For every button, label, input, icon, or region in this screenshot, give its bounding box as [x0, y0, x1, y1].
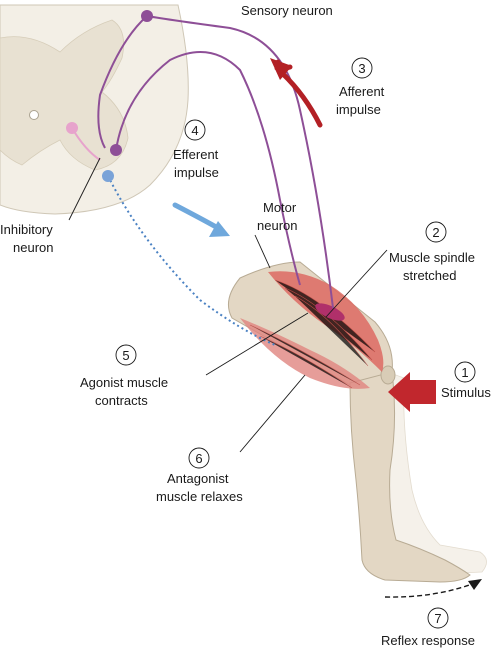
muscle-spindle-label-line2: stretched	[403, 268, 456, 283]
sensory-neuron-cell-body	[141, 10, 153, 22]
motor-neuron-cell-body	[110, 144, 122, 156]
step-2-marker: 2	[425, 221, 447, 243]
muscle-spindle-label-line1: Muscle spindle	[389, 250, 475, 265]
efferent-impulse-label-line2: impulse	[174, 165, 219, 180]
step-1-marker: 1	[454, 361, 476, 383]
reflex-response-arrow-icon	[384, 582, 476, 598]
motor-neuron-label-line2: neuron	[257, 218, 297, 233]
step-3-marker: 3	[351, 57, 373, 79]
reflex-arrowhead-icon	[468, 579, 482, 590]
inhibitory-neuron-label-line1: Inhibitory	[0, 222, 53, 237]
svg-text:6: 6	[195, 451, 202, 466]
neurons	[66, 10, 334, 346]
afferent-impulse-label-line1: Afferent	[339, 84, 385, 99]
svg-text:7: 7	[434, 611, 441, 626]
stimulus-arrow-icon	[388, 372, 436, 412]
svg-text:5: 5	[122, 348, 129, 363]
efferent-arrowhead-icon	[209, 221, 230, 237]
step-4-marker: 4	[184, 119, 206, 141]
sensory-neuron-label: Sensory neuron	[241, 3, 333, 18]
afferent-impulse-label-line2: impulse	[336, 102, 381, 117]
step-6-marker: 6	[188, 447, 210, 469]
agonist-muscle-label-line1: Agonist muscle	[80, 375, 168, 390]
antagonist-muscle-label-line2: muscle relaxes	[156, 489, 243, 504]
stimulus-label: Stimulus	[441, 385, 491, 400]
central-canal	[29, 110, 39, 120]
antagonist-muscle-label-line1: Antagonist	[167, 471, 229, 486]
step-5-marker: 5	[115, 344, 137, 366]
lower-leg	[349, 371, 471, 583]
step-7-marker: 7	[427, 607, 449, 629]
afferent-arrowhead-icon	[270, 58, 292, 80]
svg-text:3: 3	[358, 61, 365, 76]
efferent-impulse-label-line1: Efferent	[173, 147, 219, 162]
step-markers: 1 2 3 4 5 6 7	[115, 57, 476, 629]
svg-text:2: 2	[432, 225, 439, 240]
leg	[227, 261, 487, 583]
leader-lines	[68, 157, 388, 453]
sensory-neuron-axon	[97, 15, 334, 309]
patella	[380, 365, 396, 385]
svg-text:4: 4	[191, 123, 198, 138]
spinal-cord	[0, 4, 189, 215]
motor-neuron-label-line1: Motor	[263, 200, 297, 215]
spinal-cord-grey-matter	[0, 19, 129, 171]
efferent-impulse-arrow-icon	[172, 202, 221, 231]
antagonist-motor-cell-body	[102, 170, 114, 182]
reflex-response-label: Reflex response	[381, 633, 475, 648]
inhibitory-neuron-label-line2: neuron	[13, 240, 53, 255]
agonist-muscle-label-line2: contracts	[95, 393, 148, 408]
labels: Sensory neuron Afferent impulse Efferent…	[0, 3, 491, 648]
motor-neuron-axon	[115, 51, 301, 286]
inhibitory-neuron-cell-body	[66, 122, 78, 134]
svg-text:1: 1	[461, 365, 468, 380]
